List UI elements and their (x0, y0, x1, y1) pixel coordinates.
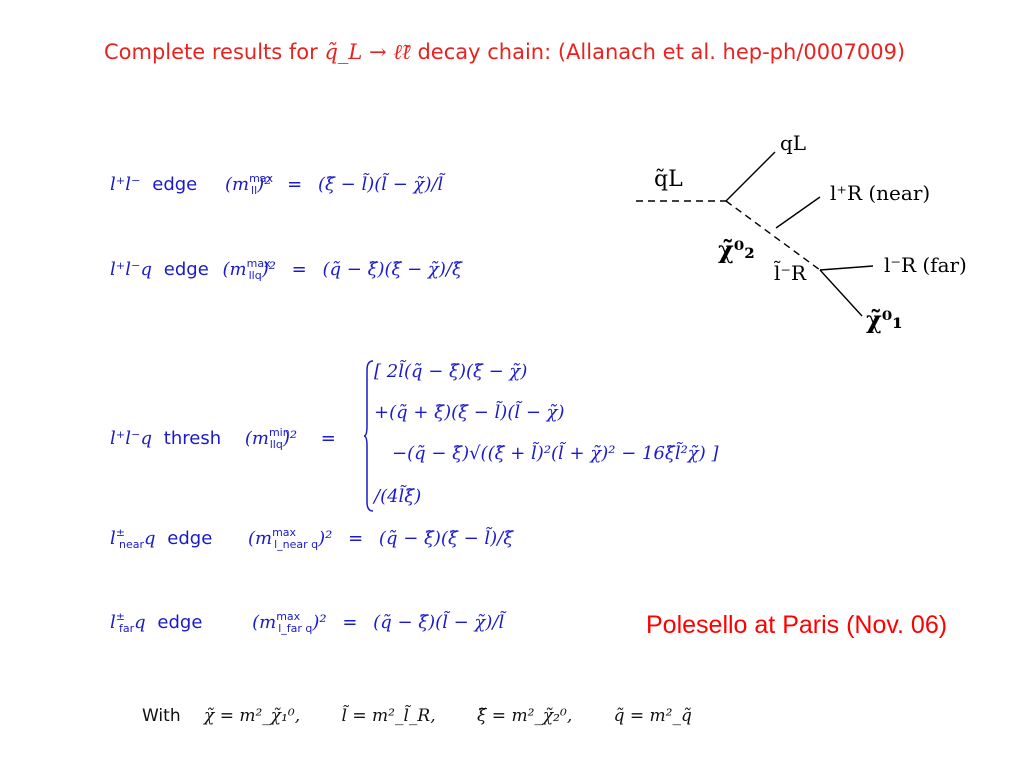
with-label: With (142, 706, 181, 726)
def-q: q̃ = m²_q̃ (613, 706, 692, 726)
title-decay-chain: q̃_L → ℓ̃ℓ (324, 40, 411, 64)
title-suffix: decay chain: (Allanach et al. hep-ph/000… (410, 40, 906, 64)
eq-equals: = (348, 528, 364, 549)
eq-rhs: (q̃ − ξ̃)(ξ̃ − l̃)/ξ̃ (378, 528, 514, 549)
title-prefix: Complete results for (104, 40, 325, 64)
eq-equals: = (287, 174, 303, 195)
near-lepton-line (775, 196, 821, 229)
slide-title: Complete results for q̃_L → ℓ̃ℓ decay ch… (104, 40, 905, 65)
eq-lhs: l⁺l⁻ (110, 174, 141, 195)
thresh-line-1: [ 2l̃(q̃ − ξ̃)(ξ̃ − χ̃) (374, 361, 528, 382)
def-l: l̃ = m²_l̃_R, (341, 706, 436, 726)
def-chi: χ̃ = m²_χ̃₁⁰, (204, 706, 301, 726)
left-brace (364, 360, 374, 512)
definitions-line: With χ̃ = m²_χ̃₁⁰, l̃ = m²_l̃_R, ξ̃ = m²… (142, 706, 728, 726)
credit-text: Polesello at Paris (Nov. 06) (646, 611, 948, 639)
label-neutralino1: χ̃⁰₁ (866, 305, 903, 334)
eq-lhs: l⁺l⁻q (110, 428, 153, 449)
def-xi: ξ̃ = m²_χ̃₂⁰, (477, 706, 573, 726)
quark-line (725, 151, 776, 202)
equation-ll-edge: l⁺l⁻ edge (mmaxll)² = (ξ̃ − l̃)(l̃ − χ̃)… (110, 172, 443, 197)
eq-var: (mmaxl_far q)² (252, 610, 327, 635)
eq-var: (mminllq)² (244, 426, 298, 451)
eq-var: (mmaxllq)² (222, 257, 276, 282)
equation-lfar-q-edge: l±farq edge (mmaxl_far q)² = (q̃ − ξ̃)(l… (110, 610, 504, 635)
decay-chain-diagram: q̃L qL l⁺R (near) χ̃⁰₂ l̃⁻R l⁻R (far) χ̃… (636, 131, 967, 334)
far-lepton-line (819, 265, 874, 271)
label-neutralino2: χ̃⁰₂ (718, 235, 755, 264)
equation-llq-edge: l⁺l⁻q edge (mmaxllq)² = (q̃ − ξ̃)(ξ̃ − χ… (110, 257, 462, 282)
thresh-line-3: −(q̃ − ξ̃)√((ξ̃ + l̃)²(l̃ + χ̃)² − 16ξ̃l… (392, 443, 719, 464)
neutralino1-line (819, 269, 863, 317)
eq-label: edge (167, 528, 213, 549)
eq-rhs: (ξ̃ − l̃)(l̃ − χ̃)/l̃ (317, 174, 444, 195)
eq-rhs: (q̃ − ξ̃)(l̃ − χ̃)/l̃ (373, 612, 505, 633)
label-quark: qL (780, 131, 806, 155)
eq-label: edge (152, 174, 198, 195)
eq-rhs: (q̃ − ξ̃)(ξ̃ − χ̃)/ξ̃ (322, 259, 462, 280)
thresh-line-4: /(4l̃ξ̃) (374, 486, 422, 507)
eq-label: edge (163, 259, 209, 280)
thresh-line-2: +(q̃ + ξ̃)(ξ̃ − l̃)(l̃ − χ̃) (374, 402, 565, 423)
eq-lhs: l±farq (110, 610, 146, 635)
slepton-line (725, 200, 821, 271)
eq-equals: = (342, 612, 358, 633)
eq-label: thresh (163, 428, 222, 449)
label-far-lepton: l⁻R (far) (884, 253, 967, 277)
label-slepton: l̃⁻R (773, 261, 807, 285)
eq-lhs: l⁺l⁻q (110, 259, 153, 280)
eq-equals: = (320, 428, 336, 449)
label-near-lepton: l⁺R (near) (830, 181, 930, 205)
eq-lhs: l±nearq (110, 526, 156, 551)
equation-lnear-q-edge: l±nearq edge (mmaxl_near q)² = (q̃ − ξ̃)… (110, 526, 513, 551)
equation-llq-thresh: l⁺l⁻q thresh (mminllq)² = (110, 426, 346, 451)
eq-label: edge (157, 612, 203, 633)
label-squark: q̃L (654, 167, 683, 192)
eq-var: (mmaxl_near q)² (248, 526, 333, 551)
eq-var: (mmaxll)² (224, 172, 274, 197)
eq-equals: = (291, 259, 307, 280)
